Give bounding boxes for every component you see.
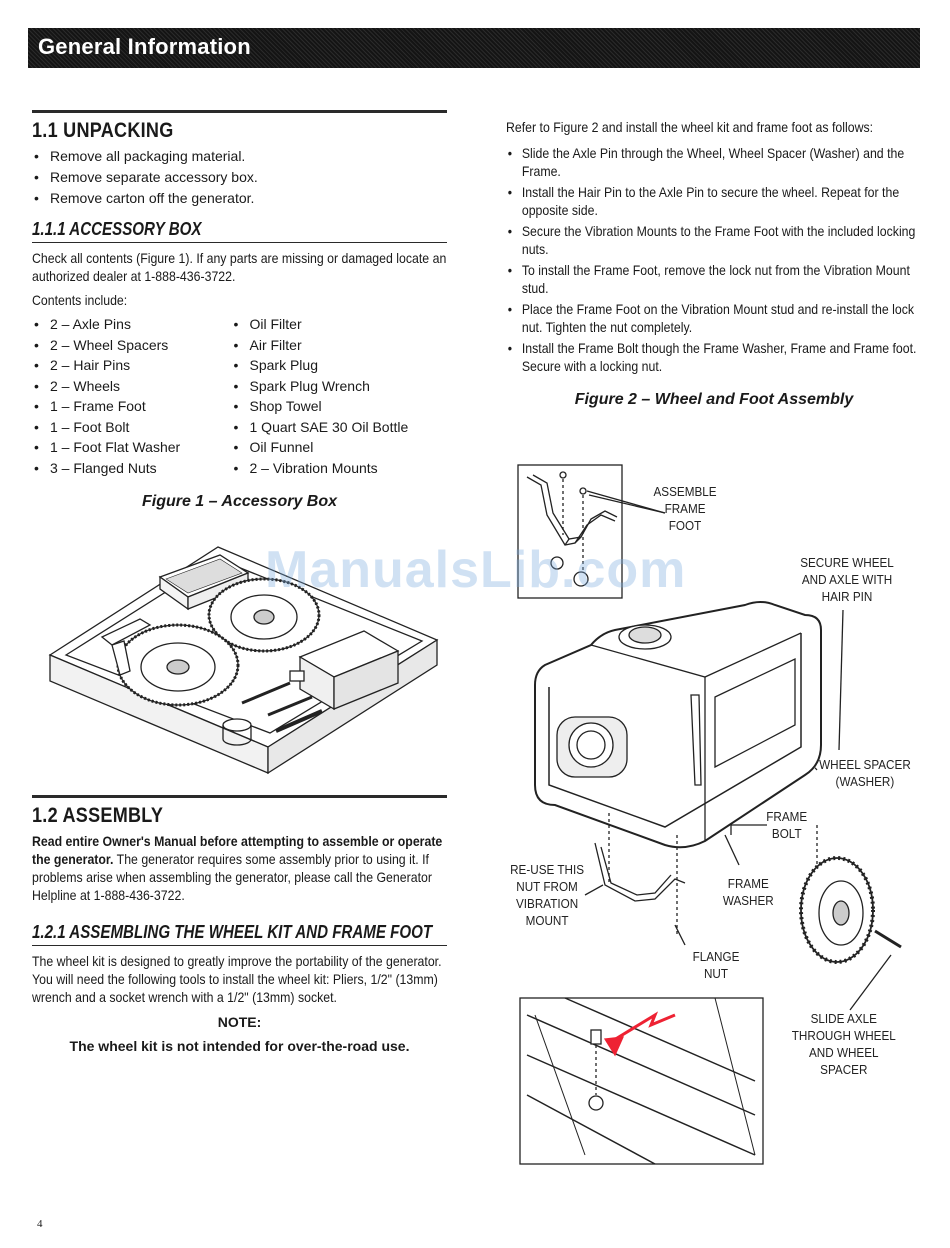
assembly-step: Slide the Axle Pin through the Wheel, Wh… [506, 144, 922, 180]
wheelkit-heading-wrap: 1.2.1 ASSEMBLING THE WHEEL KIT AND FRAME… [32, 922, 447, 946]
callout-label: WHEEL SPACER(WASHER) [819, 757, 911, 789]
watermark-text: ManualsLib.com [265, 541, 687, 599]
contents-item: 2 – Hair Pins [32, 356, 240, 374]
contents-item: 1 – Foot Flat Washer [32, 438, 240, 456]
contents-item: Air Filter [232, 336, 440, 354]
wheelkit-paragraph: The wheel kit is designed to greatly imp… [32, 953, 442, 1005]
assembly-step: Install the Hair Pin to the Axle Pin to … [506, 183, 922, 219]
contents-item: 2 – Wheels [32, 377, 240, 395]
contents-item: 2 – Vibration Mounts [232, 459, 440, 477]
left-column: 1.1 UNPACKING Remove all packaging mater… [32, 110, 447, 1062]
figure1-accessory-box-illustration [48, 546, 439, 775]
assembly-paragraph: Read entire Owner's Manual before attemp… [32, 832, 447, 904]
unpacking-item: Remove all packaging material. [32, 147, 447, 165]
contents-item: Shop Towel [232, 397, 440, 415]
contents-list-left: 2 – Axle Pins 2 – Wheel Spacers 2 – Hair P… [32, 315, 240, 479]
note-heading: NOTE: [217, 1014, 262, 1030]
accessory-heading-wrap: 1.1.1 ACCESSORY BOX [32, 219, 447, 243]
figure2-wheel-foot-assembly-illustration [517, 464, 902, 1165]
contents-item: 1 Quart SAE 30 Oil Bottle [232, 418, 440, 436]
unpacking-heading: 1.1 UNPACKING [32, 119, 174, 142]
wheelkit-heading: 1.2.1 ASSEMBLING THE WHEEL KIT AND FRAME… [32, 922, 433, 942]
figure1-caption: Figure 1 – Accessory Box [141, 493, 338, 510]
assembly-text: The generator requires some assembly pri… [32, 851, 432, 903]
contents-item: 1 – Frame Foot [32, 397, 240, 415]
contents-item: 3 – Flanged Nuts [32, 459, 240, 477]
contents-item: Spark Plug Wrench [232, 377, 440, 395]
assembly-step: Place the Frame Foot on the Vibration Mo… [506, 300, 922, 336]
unpacking-item: Remove separate accessory box. [32, 168, 447, 186]
figure2-caption: Figure 2 – Wheel and Foot Assembly [574, 391, 854, 408]
section-banner: General Information [28, 28, 920, 68]
contents-item: Spark Plug [232, 356, 440, 374]
right-column: Refer to Figure 2 and install the wheel … [506, 110, 922, 423]
contents-label: Contents include: [32, 292, 128, 308]
contents-item: 1 – Foot Bolt [32, 418, 240, 436]
accessory-paragraph: Check all contents (Figure 1). If any pa… [32, 250, 447, 284]
contents-item: 2 – Wheel Spacers [32, 336, 240, 354]
assembly-step: Secure the Vibration Mounts to the Frame… [506, 222, 922, 258]
right-intro: Refer to Figure 2 and install the wheel … [506, 119, 874, 135]
accessory-heading: 1.1.1 ACCESSORY BOX [32, 219, 202, 239]
assembly-steps-list: Slide the Axle Pin through the Wheel, Wh… [506, 144, 922, 375]
contents-lists: 2 – Axle Pins 2 – Wheel Spacers 2 – Hair P… [32, 315, 447, 479]
note-text: The wheel kit is not intended for over-t… [69, 1038, 410, 1054]
assembly-bold-lead: Read entire Owner's Manual before attemp… [32, 833, 443, 867]
section-rule [32, 795, 447, 798]
banner-title: General Information [38, 34, 251, 59]
assembly-heading: 1.2 ASSEMBLY [32, 804, 164, 827]
page-number: 4 [37, 1218, 43, 1230]
assembly-step: Install the Frame Bolt though the Frame … [506, 339, 922, 375]
contents-item: Oil Filter [232, 315, 440, 333]
contents-item: Oil Funnel [232, 438, 440, 456]
assembly-step: To install the Frame Foot, remove the lo… [506, 261, 922, 297]
unpacking-list: Remove all packaging material. Remove sep… [32, 147, 447, 207]
section-rule [32, 110, 447, 113]
callout-wheel-spacer: WHEEL SPACER(WASHER) [819, 756, 911, 790]
unpacking-item: Remove carton off the generator. [32, 189, 447, 207]
contents-item: 2 – Axle Pins [32, 315, 240, 333]
contents-list-right: Oil FilterAir FilterSpark PlugSpark Plug… [232, 315, 440, 479]
